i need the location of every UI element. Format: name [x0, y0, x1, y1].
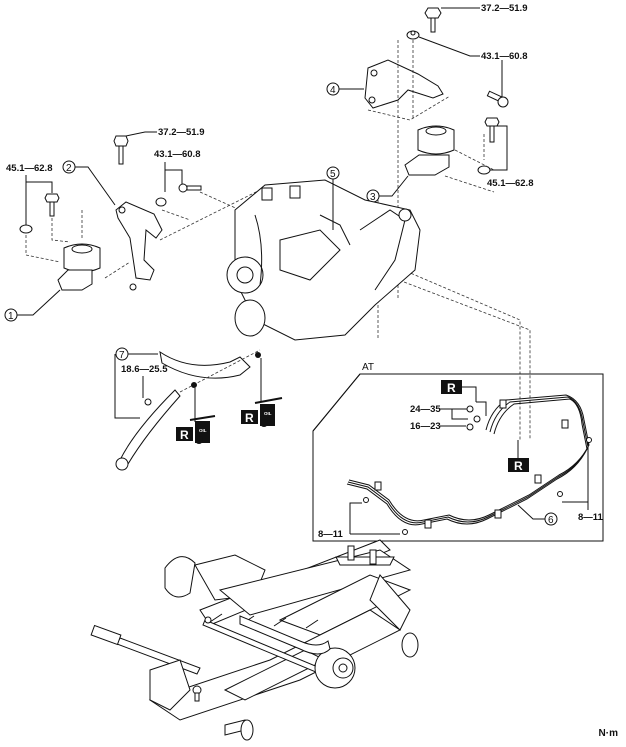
- svg-text:2: 2: [66, 163, 72, 174]
- hose-7: [115, 350, 251, 471]
- at-inset-box: [312, 373, 604, 542]
- bracket-2: [115, 201, 163, 291]
- torque-top-bolt: 37.2—51.9: [481, 3, 527, 14]
- replace-symbol-top: R: [441, 380, 462, 395]
- crossmember-jack-assembly: [90, 539, 419, 741]
- torque-cooler-bolts-a: 24—35: [410, 404, 441, 415]
- at-label: AT: [362, 362, 374, 373]
- bolt-mount3: [477, 117, 500, 175]
- mount-3: [404, 125, 455, 176]
- bracket-4: [364, 59, 444, 109]
- o-ring-left: [191, 382, 197, 388]
- svg-text:R: R: [245, 411, 254, 425]
- svg-text:R: R: [514, 459, 523, 473]
- bolt-mount1: [19, 193, 60, 234]
- replace-oil-symbol-right: R OIL: [241, 397, 283, 427]
- cooler-lines-6: [346, 394, 590, 529]
- svg-text:OIL: OIL: [199, 428, 207, 433]
- svg-text:5: 5: [330, 169, 336, 180]
- svg-text:6: 6: [548, 515, 554, 526]
- svg-text:R: R: [447, 381, 456, 395]
- engine-transaxle-assembly: [226, 179, 421, 341]
- mount-1: [57, 243, 101, 291]
- svg-text:R: R: [180, 428, 189, 442]
- torque-unit-label: N·m: [598, 728, 618, 739]
- bolt-bracket2-side: [155, 183, 202, 207]
- svg-text:4: 4: [330, 85, 336, 96]
- svg-text:OIL: OIL: [264, 411, 272, 416]
- torque-bracket2-bolt: 37.2—51.9: [158, 127, 204, 138]
- bolt-mount4: [486, 90, 509, 108]
- nut-top-right: [406, 30, 420, 40]
- svg-text:7: 7: [119, 350, 125, 361]
- torque-hose7: 18.6—25.5: [121, 364, 168, 375]
- torque-cooler-bolt-b: 16—23: [410, 421, 441, 432]
- o-ring-right: [255, 352, 261, 358]
- bolt-bracket2: [113, 135, 129, 165]
- torque-mount1: 45.1—62.8: [6, 163, 52, 174]
- svg-text:3: 3: [370, 192, 376, 203]
- torque-top-nut: 43.1—60.8: [481, 51, 527, 62]
- bolt-top-right: [424, 7, 442, 33]
- torque-mount3: 45.1—62.8: [487, 178, 533, 189]
- replace-oil-symbol-left: R OIL: [176, 415, 216, 444]
- replace-symbol-bottom: R: [508, 458, 529, 473]
- svg-text:1: 1: [8, 311, 14, 322]
- torque-cooler-clamp-right: 8—11: [578, 512, 604, 523]
- torque-cooler-clamp-left: 8—11: [318, 529, 344, 540]
- torque-bracket2-fasteners: 43.1—60.8: [154, 149, 200, 160]
